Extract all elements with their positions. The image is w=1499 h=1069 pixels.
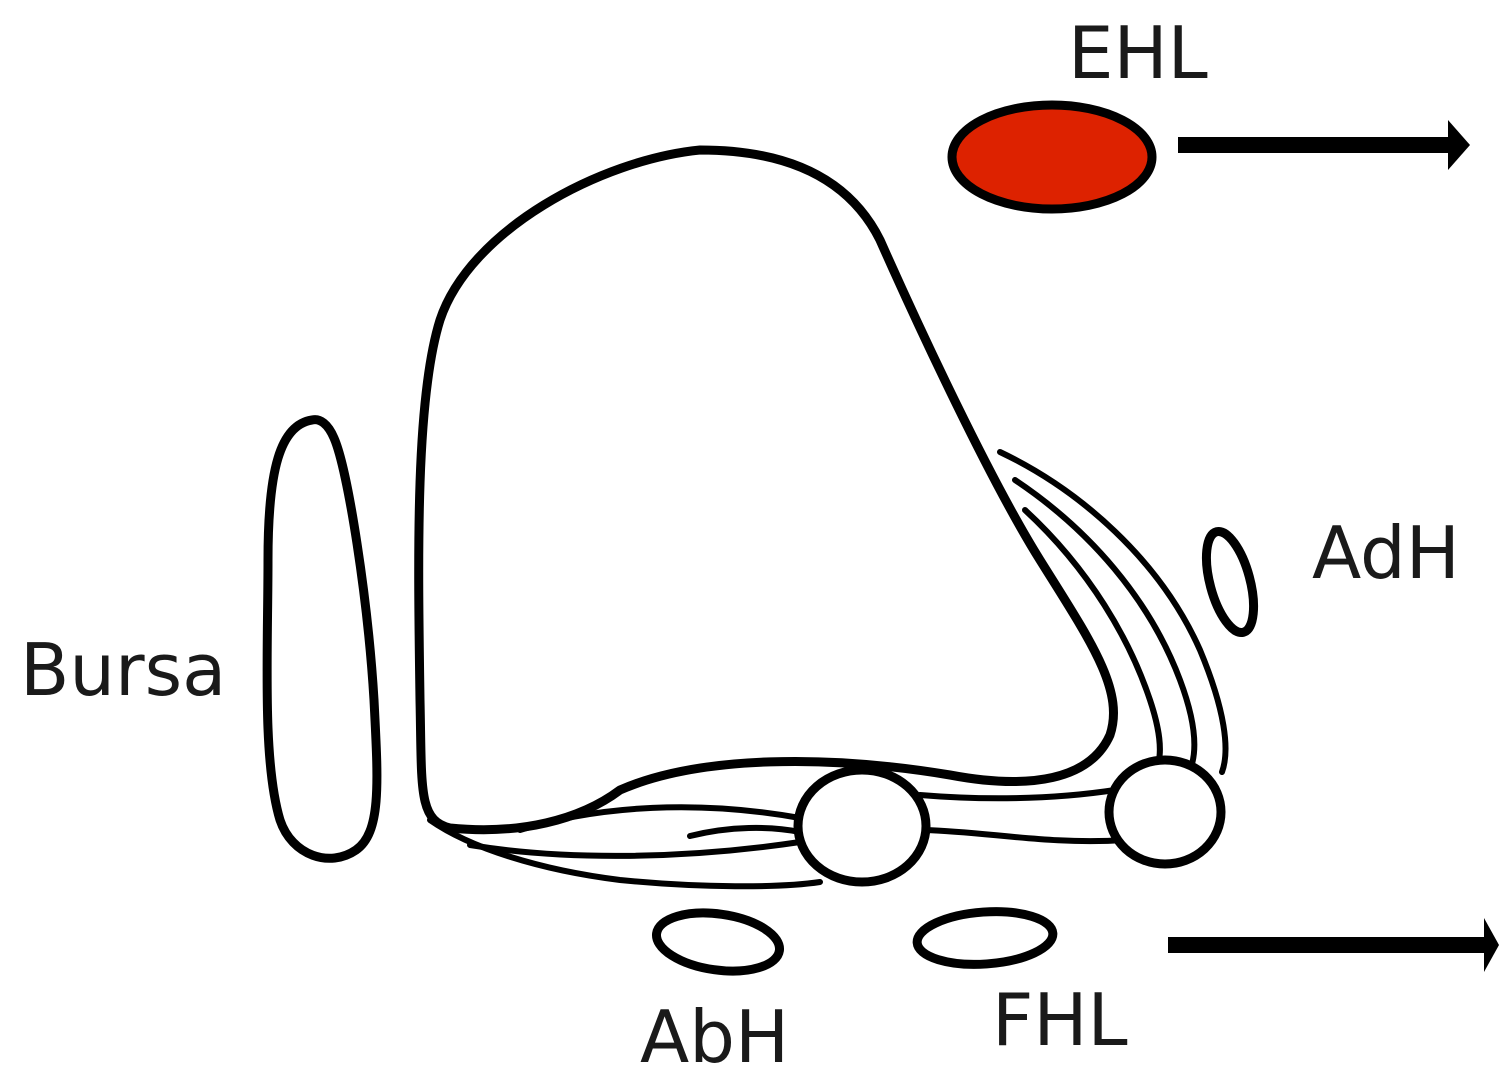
sesamoid-connector-top xyxy=(920,790,1115,798)
ehl-tendon xyxy=(952,105,1152,209)
fhl-tendon xyxy=(915,907,1054,968)
bursa-label: Bursa xyxy=(20,628,226,712)
plantar-plate-inner-3 xyxy=(690,828,800,836)
abh-label: AbH xyxy=(640,995,789,1069)
bursa-shape xyxy=(267,420,377,859)
adductor-hallucis-tendon xyxy=(1197,527,1263,638)
medial-sesamoid xyxy=(798,770,926,882)
abductor-hallucis-tendon xyxy=(653,906,784,979)
metatarsal-head xyxy=(419,150,1114,830)
lateral-sesamoid xyxy=(1109,760,1221,864)
adh-label: AdH xyxy=(1312,511,1460,595)
fhl-label: FHL xyxy=(992,978,1128,1062)
plantar-plate-inner-1 xyxy=(470,842,800,856)
fhl-arrow-head xyxy=(1484,918,1499,972)
ehl-label: EHL xyxy=(1068,11,1208,95)
sesamoid-connector-bottom xyxy=(925,830,1125,841)
ehl-arrow-head xyxy=(1448,120,1470,170)
